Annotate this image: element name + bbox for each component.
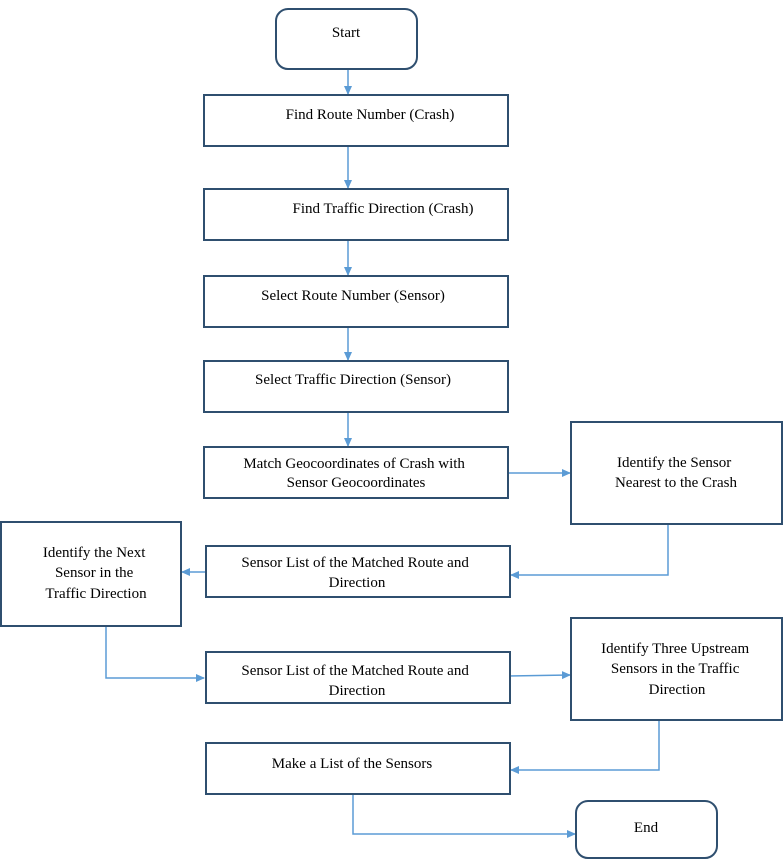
edge-make-list-to-end: [352, 794, 576, 838]
node-select-route-number-label: Select Route Number (Sensor): [261, 288, 445, 304]
edge-identify-upstream-to-make-list: [510, 720, 660, 774]
node-identify-upstream-sensors: Identify Three Upstream Sensors in the T…: [570, 617, 783, 721]
node-find-route-number: Find Route Number (Crash): [203, 94, 509, 147]
node-make-list-of-sensors: Make a List of the Sensors: [205, 742, 511, 795]
edge-identify-next-to-sensor-list-2: [105, 626, 205, 682]
node-select-traffic-direction: Select Traffic Direction (Sensor): [203, 360, 509, 413]
node-select-traffic-direction-label: Select Traffic Direction (Sensor): [255, 372, 451, 388]
node-end-label: End: [634, 820, 659, 836]
node-find-traffic-direction: Find Traffic Direction (Crash): [203, 188, 509, 241]
node-sensor-list-2: Sensor List of the Matched Route and Dir…: [205, 651, 511, 704]
node-end: End: [575, 800, 718, 859]
connectors: [105, 70, 669, 838]
node-identify-next-sensor: Identify the Next Sensor in the Traffic …: [0, 521, 182, 627]
node-select-route-number: Select Route Number (Sensor): [203, 275, 509, 328]
node-find-route-number-label: Find Route Number (Crash): [286, 107, 455, 123]
node-match-geocoordinates: Match Geocoordinates of Crash with Senso…: [203, 446, 509, 499]
node-sensor-list-2-label: Sensor List of the Matched Route and Dir…: [241, 663, 472, 699]
node-identify-nearest-sensor: Identify the Sensor Nearest to the Crash: [570, 421, 783, 525]
node-find-traffic-direction-label: Find Traffic Direction (Crash): [293, 201, 474, 217]
node-make-list-of-sensors-label: Make a List of the Sensors: [272, 756, 433, 772]
node-identify-next-sensor-label: Identify the Next Sensor in the Traffic …: [43, 545, 149, 602]
node-sensor-list-1: Sensor List of the Matched Route and Dir…: [205, 545, 511, 598]
node-identify-upstream-sensors-label: Identify Three Upstream Sensors in the T…: [601, 641, 753, 698]
node-identify-nearest-sensor-label: Identify the Sensor Nearest to the Crash: [615, 455, 738, 491]
edge-identify-nearest-to-sensor-list-1: [510, 525, 669, 579]
node-sensor-list-1-label: Sensor List of the Matched Route and Dir…: [241, 555, 472, 591]
node-start-label: Start: [332, 25, 361, 41]
edge-sensor-list-2-to-identify-upstream: [507, 671, 571, 680]
node-match-geocoordinates-label: Match Geocoordinates of Crash with Senso…: [243, 456, 468, 491]
node-start: Start: [275, 8, 418, 70]
